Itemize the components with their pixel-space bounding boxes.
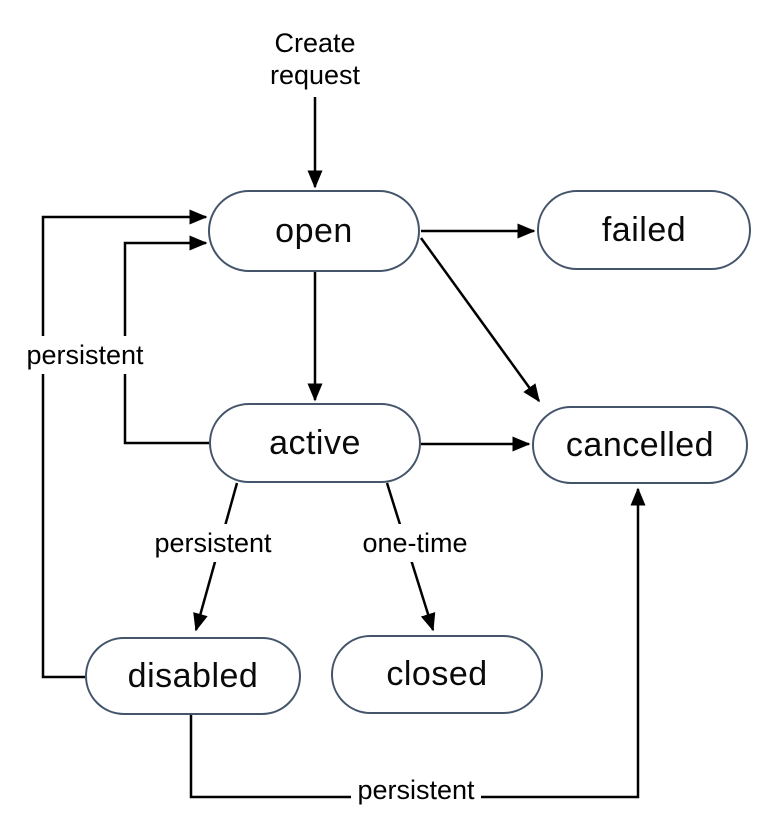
edge-label-persistent-mid: persistent (148, 524, 278, 563)
edge-label-persistent-bottom: persistent (351, 771, 481, 810)
edge-label-create-request: Create request (250, 24, 380, 95)
edge-open-to-cancelled (419, 237, 541, 403)
edge-label-persistent-left: persistent (20, 336, 150, 375)
node-open: open (208, 190, 420, 272)
node-active: active (209, 403, 421, 483)
node-disabled: disabled (85, 637, 301, 715)
node-cancelled: cancelled (532, 406, 748, 484)
node-closed: closed (331, 635, 543, 714)
edge-disabled-to-open (41, 209, 208, 679)
edge-label-one-time: one-time (353, 524, 477, 563)
node-failed: failed (537, 190, 751, 270)
